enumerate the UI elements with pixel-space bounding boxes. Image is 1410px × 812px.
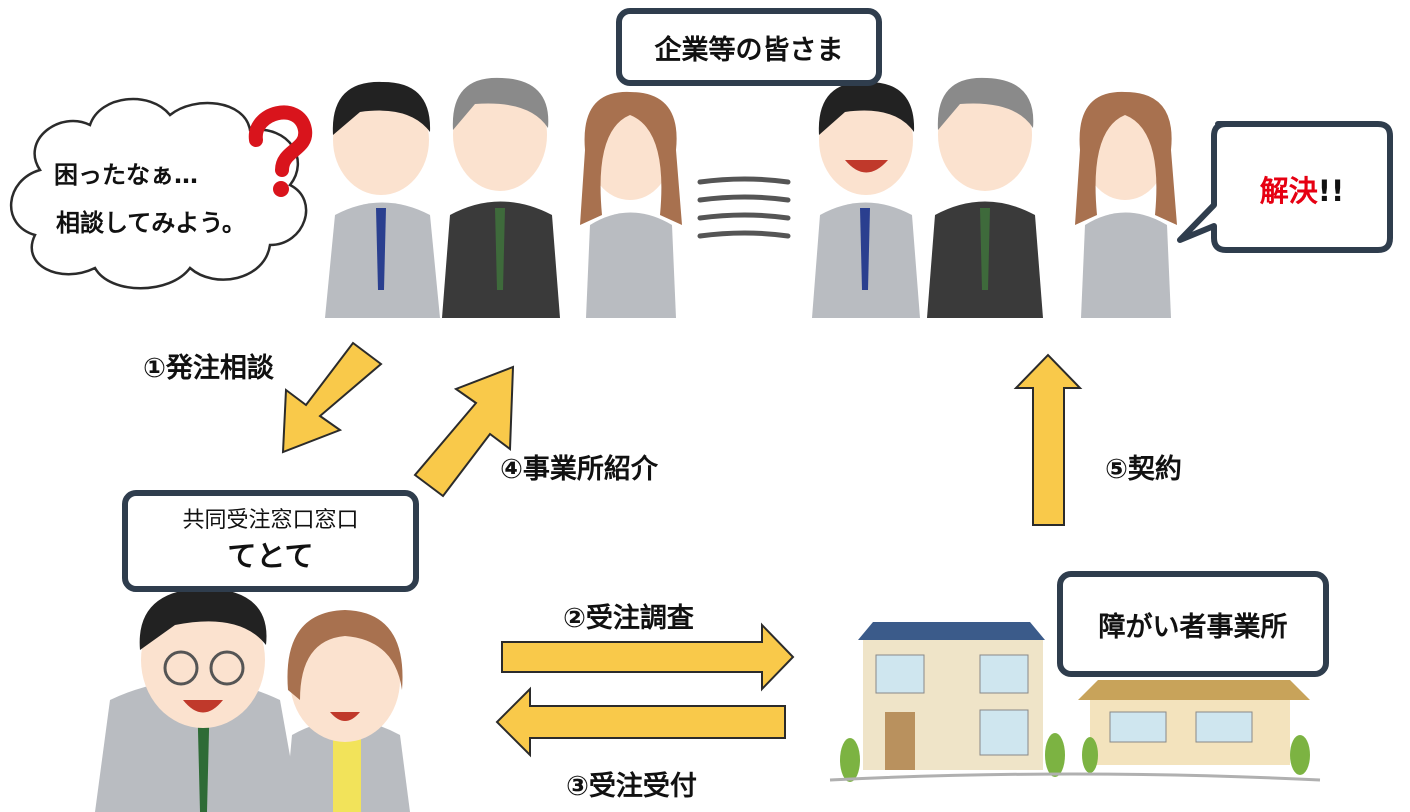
step-4-label: ④事業所紹介: [500, 454, 658, 485]
window-label-2: てとて: [227, 539, 314, 573]
companies-box: 企業等の皆さま: [616, 8, 882, 86]
resolved-label: 解決: [1259, 174, 1318, 208]
thought-line-1: 困ったなぁ…: [54, 161, 198, 189]
happy-staff-group: [812, 77, 1177, 318]
thought-text: 困ったなぁ… 相談してみよう。: [48, 157, 288, 241]
speech-bubble: [1177, 121, 1393, 253]
step-3-label: ③受注受付: [566, 771, 697, 802]
arrow-order-consult: [281, 341, 383, 454]
companies-label: 企業等の皆さま: [654, 34, 844, 66]
facility-box: 障がい者事業所: [1057, 571, 1329, 677]
question-mark-icon: [248, 105, 313, 197]
arrow-order-survey: [501, 622, 795, 692]
speech-text: 解決!!: [1216, 168, 1388, 210]
step-2-label: ②受注調査: [563, 603, 694, 634]
window-label-1: 共同受注窓口窓口: [182, 508, 359, 533]
transition-lines: [697, 176, 791, 239]
step-5-label: ⑤契約: [1105, 454, 1182, 485]
window-box: 共同受注窓口窓口 てとて: [122, 490, 419, 592]
arrow-order-accept: [495, 686, 786, 758]
exclamation-label: !!: [1317, 174, 1345, 208]
arrow-facility-intro: [413, 365, 515, 498]
thought-line-2: 相談してみよう。: [56, 209, 246, 237]
facility-label: 障がい者事業所: [1098, 611, 1288, 643]
worried-staff-group: [325, 77, 682, 318]
step-1-label: ①発注相談: [143, 353, 274, 384]
arrow-contract: [1013, 353, 1083, 526]
facility-houses: [829, 622, 1321, 782]
thought-cloud: [9, 97, 308, 290]
window-staff-group: [95, 588, 410, 812]
